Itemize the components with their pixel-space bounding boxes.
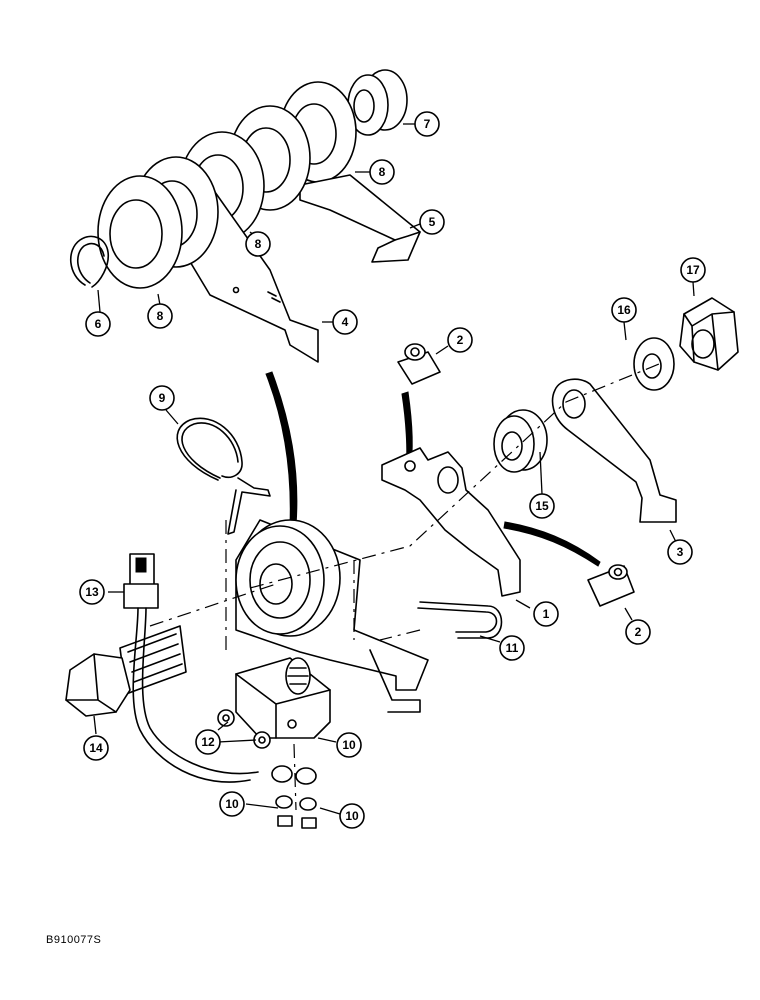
- svg-text:1: 1: [543, 607, 550, 621]
- callout-6: 6: [85, 311, 111, 337]
- callout-17: 17: [680, 257, 706, 283]
- svg-text:2: 2: [457, 333, 464, 347]
- torsion-spring-part9: [176, 417, 271, 535]
- callout-10-left: 10: [219, 791, 245, 817]
- callout-2-lower: 2: [625, 619, 651, 645]
- callout-10-right: 10: [339, 803, 365, 829]
- svg-text:8: 8: [157, 309, 164, 323]
- callout-2-upper: 2: [447, 327, 473, 353]
- svg-text:2: 2: [635, 625, 642, 639]
- clip-nut-part2-upper: [397, 343, 441, 385]
- callout-5: 5: [419, 209, 445, 235]
- callout-15: 15: [529, 493, 555, 519]
- hex-bolt-part14: [65, 625, 187, 717]
- callout-3: 3: [667, 539, 693, 565]
- screws-part10: [271, 765, 317, 829]
- connector-part13: [123, 553, 259, 783]
- svg-text:16: 16: [617, 303, 631, 317]
- svg-text:9: 9: [159, 391, 166, 405]
- drawing-id: B910077S: [46, 934, 102, 946]
- svg-text:10: 10: [225, 797, 239, 811]
- snap-ring-part6: [70, 235, 110, 288]
- svg-text:11: 11: [506, 641, 519, 655]
- svg-text:10: 10: [345, 809, 359, 823]
- svg-text:3: 3: [677, 545, 684, 559]
- svg-text:5: 5: [429, 215, 436, 229]
- svg-text:8: 8: [255, 237, 262, 251]
- hex-nut-part17: [679, 297, 739, 371]
- nuts-part12: [217, 709, 271, 749]
- callout-4: 4: [332, 309, 358, 335]
- callout-12: 12: [195, 729, 221, 755]
- main-bracket-part1: [381, 447, 521, 597]
- svg-text:17: 17: [686, 263, 700, 277]
- svg-text:14: 14: [89, 741, 103, 755]
- callout-8-c: 8: [147, 303, 173, 329]
- callouts: 1 2 2 3 4 5 6 7 8 8 8 9 10 10 10 11 12 1…: [79, 111, 706, 829]
- callout-7: 7: [414, 111, 440, 137]
- svg-text:6: 6: [95, 317, 102, 331]
- callout-10-switch: 10: [336, 732, 362, 758]
- bracket-plate-part5: [299, 174, 421, 263]
- svg-text:4: 4: [342, 315, 349, 329]
- callout-1: 1: [533, 601, 559, 627]
- lever-arm-part3: [551, 378, 677, 523]
- clip-nut-part2-lower: [587, 564, 635, 607]
- callout-8-a: 8: [369, 159, 395, 185]
- svg-text:13: 13: [85, 585, 99, 599]
- callout-8-b: 8: [245, 231, 271, 257]
- callout-11: 11: [499, 635, 525, 661]
- leader-lines: [93, 123, 695, 815]
- callout-14: 14: [83, 735, 109, 761]
- micro-switch-part10: [235, 657, 331, 739]
- washer-part8-e: [97, 175, 183, 289]
- u-bolt-part11: [417, 601, 503, 639]
- spacer-bushing-part7: [347, 69, 408, 136]
- callout-9: 9: [149, 385, 175, 411]
- svg-text:12: 12: [201, 735, 215, 749]
- callout-16: 16: [611, 297, 637, 323]
- svg-text:10: 10: [342, 738, 356, 752]
- bushing-part15: [493, 409, 548, 473]
- washer-part16: [633, 337, 675, 391]
- svg-text:8: 8: [379, 165, 386, 179]
- svg-text:7: 7: [424, 117, 431, 131]
- svg-text:15: 15: [535, 499, 549, 513]
- callout-13: 13: [79, 579, 105, 605]
